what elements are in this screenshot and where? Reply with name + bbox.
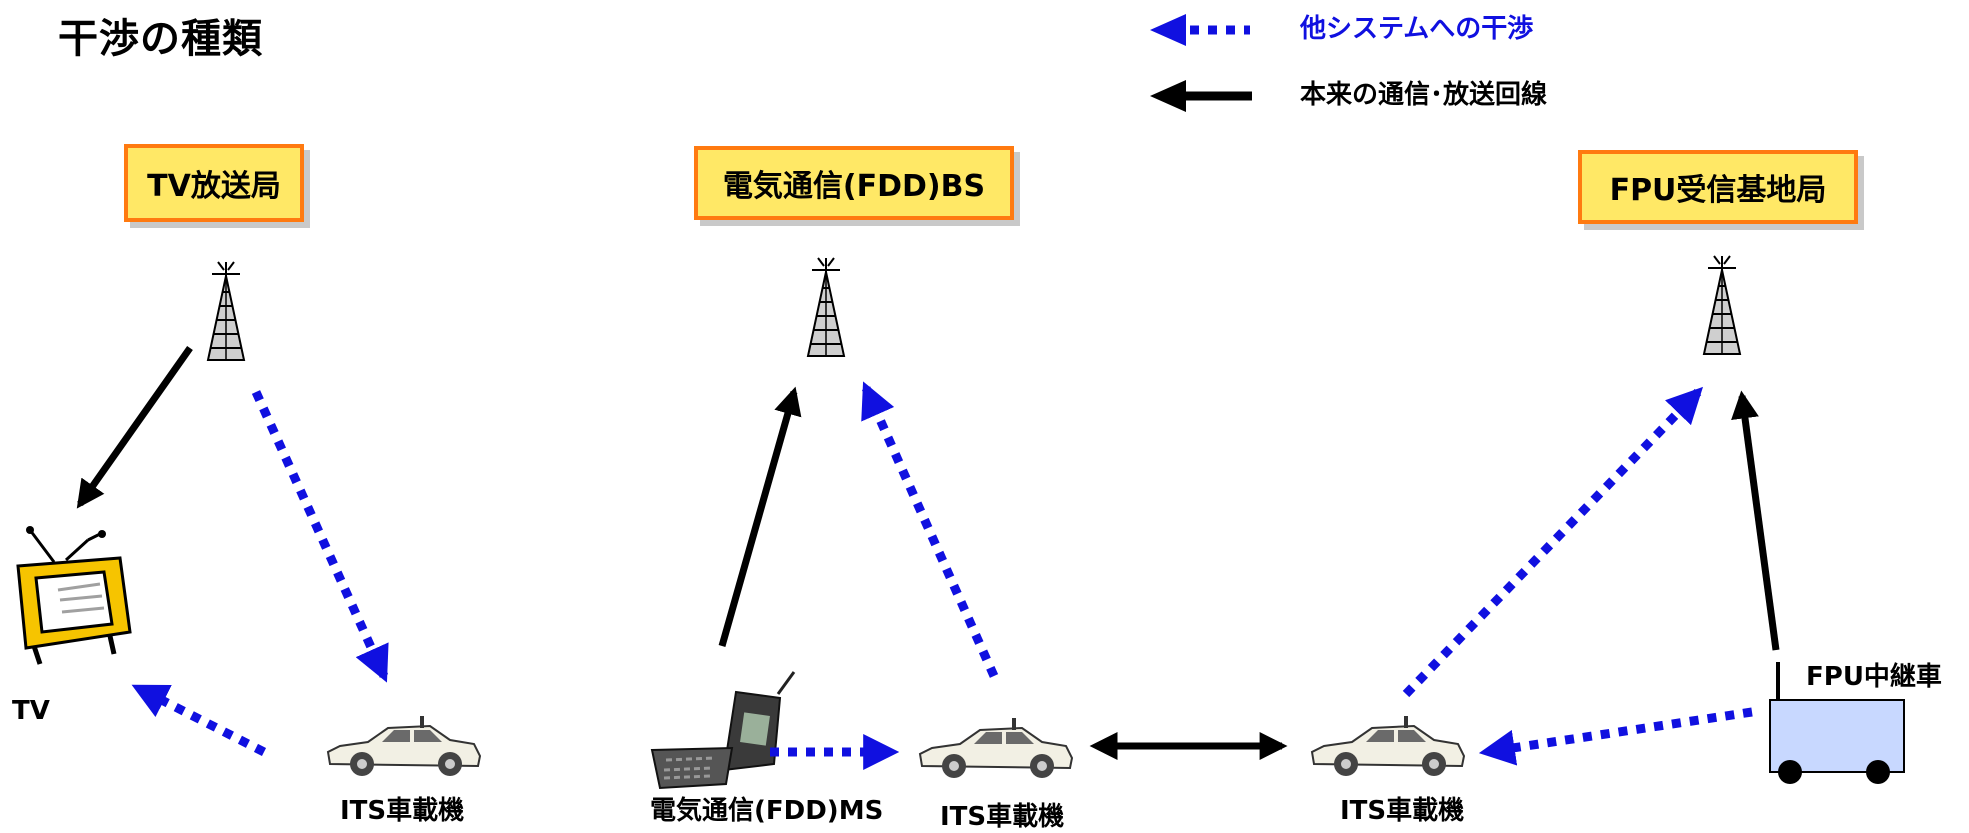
station-fpu: FPU受信基地局	[1578, 150, 1858, 224]
fpu-vehicle-icon	[1769, 662, 1905, 784]
antenna-tower-icon	[207, 261, 245, 361]
interference-arrow	[861, 381, 999, 678]
station-bs: 電気通信(FDD)BS	[694, 146, 1014, 220]
car-icon	[327, 715, 481, 777]
interference-arrow	[1402, 386, 1704, 698]
interference-arrow	[1478, 707, 1753, 766]
legend-original-arrow	[1150, 80, 1252, 112]
original-link-arrow	[718, 386, 802, 647]
legend-interference-arrow	[1150, 14, 1250, 46]
label-ms: 電気通信(FDD)MS	[650, 796, 884, 826]
label-its-2: ITS車載機	[940, 802, 1065, 832]
label-fpu-car: FPU中継車	[1806, 662, 1942, 692]
page-title: 干渉の種類	[58, 16, 263, 62]
original-link-arrow	[76, 345, 193, 509]
label-its-1: ITS車載機	[340, 796, 465, 826]
original-link-arrow	[1731, 390, 1780, 651]
antenna-tower-icon	[807, 257, 845, 357]
interference-arrow	[251, 390, 389, 683]
interference-arrow	[131, 683, 267, 757]
label-tv: TV	[12, 696, 50, 726]
car-icon	[919, 717, 1073, 779]
tv-icon	[16, 526, 132, 665]
legend-original-label: 本来の通信･放送回線	[1300, 80, 1548, 110]
station-tv: TV放送局	[124, 144, 304, 222]
car-icon	[1311, 715, 1465, 777]
antenna-tower-icon	[1703, 255, 1741, 355]
mobile-phone-icon	[650, 671, 796, 790]
label-its-3: ITS車載機	[1340, 796, 1465, 826]
legend-interference-label: 他システムへの干渉	[1300, 14, 1534, 44]
